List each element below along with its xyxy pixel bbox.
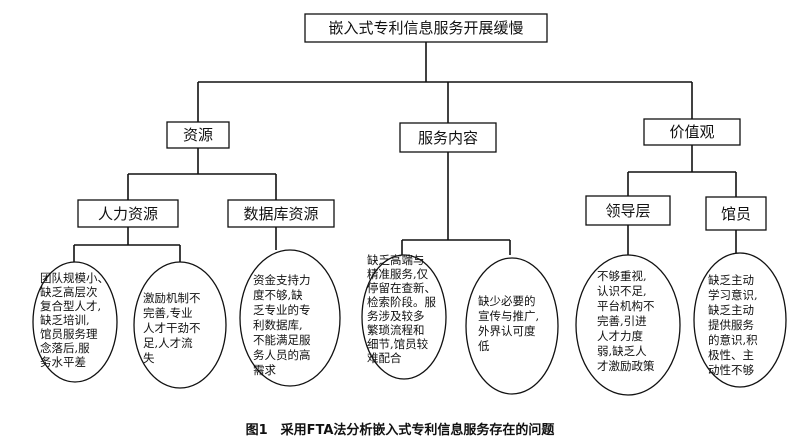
root-node-label: 嵌入式专利信息服务开展缓慢 [328, 19, 523, 37]
connectors [73, 42, 737, 262]
leaf-leadership-issues-text: 不够重视, 认识不足, 平台机构不 完善,引进 人才力度 弱,缺乏人 才激励政策 [597, 269, 658, 373]
leaf-publicity: 缺少必要的 宣传与推广, 外界认可度 低 [465, 257, 559, 395]
leaf-incentive-mechanism-text: 激励机制不 完善,专业 人才干劲不 足,人才流 失 [143, 291, 204, 365]
node-human-resources-label: 人力资源 [98, 205, 158, 223]
figure-caption: 图1 采用FTA法分析嵌入式专利信息服务存在的问题 [246, 422, 556, 438]
node-service-content-label: 服务内容 [418, 129, 478, 147]
node-librarians: 馆员 [705, 196, 767, 231]
root-node: 嵌入式专利信息服务开展缓慢 [304, 13, 548, 43]
node-values-label: 价值观 [669, 123, 714, 141]
node-librarians-label: 馆员 [721, 205, 751, 223]
node-database-resources: 数据库资源 [227, 199, 335, 228]
leaf-librarian-issues-text: 缺乏主动 学习意识, 缺乏主动 提供服务 的意识,积 极性、主 动性不够 [708, 273, 761, 377]
node-resources: 资源 [166, 121, 230, 149]
node-leadership: 领导层 [585, 195, 671, 226]
leaf-service-depth-text: 缺乏高端与 精准服务,仅 停留在查新、 检索阶段。服 务涉及较多 繁琐流程和 细… [367, 253, 440, 365]
node-service-content: 服务内容 [399, 122, 497, 153]
node-leadership-label: 领导层 [605, 202, 650, 220]
node-human-resources: 人力资源 [77, 199, 179, 228]
leaf-database-funding-text: 资金支持力 度不够,缺 乏专业的专 利数据库, 不能满足服 务人员的高 需求 [253, 273, 314, 377]
leaf-publicity-text: 缺少必要的 宣传与推广, 外界认可度 低 [478, 294, 543, 353]
leaf-leadership-issues: 不够重视, 认识不足, 平台机构不 完善,引进 人才力度 弱,缺乏人 才激励政策 [575, 254, 681, 396]
leaf-team-shortage-text: 团队规模小、 缺乏高层次 复合型人才, 缺乏培训, 馆员服务理 念落后,服 务水… [40, 271, 113, 369]
leaf-database-funding: 资金支持力 度不够,缺 乏专业的专 利数据库, 不能满足服 务人员的高 需求 [239, 249, 341, 387]
leaf-team-shortage: 团队规模小、 缺乏高层次 复合型人才, 缺乏培训, 馆员服务理 念落后,服 务水… [32, 261, 118, 383]
leaf-incentive-mechanism: 激励机制不 完善,专业 人才干劲不 足,人才流 失 [133, 261, 227, 389]
node-resources-label: 资源 [183, 126, 213, 144]
leaf-service-depth: 缺乏高端与 精准服务,仅 停留在查新、 检索阶段。服 务涉及较多 繁琐流程和 细… [361, 253, 447, 380]
leaf-librarian-issues: 缺乏主动 学习意识, 缺乏主动 提供服务 的意识,积 极性、主 动性不够 [693, 252, 787, 388]
node-database-resources-label: 数据库资源 [243, 205, 318, 223]
node-values: 价值观 [643, 118, 741, 146]
